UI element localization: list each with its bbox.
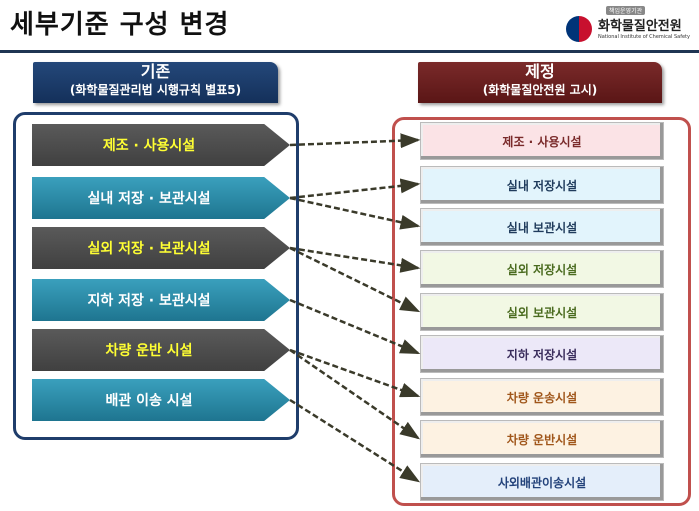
existing-subtitle: (화학물질관리법 시행규칙 별표5) xyxy=(69,83,242,97)
new-item: 지하 저장시설 xyxy=(420,335,664,373)
new-title: 제정 xyxy=(525,62,555,81)
page-title: 세부기준 구성 변경 xyxy=(10,10,230,40)
logo-tag: 책임운영기관 xyxy=(606,6,646,15)
new-item: 실외 저장시설 xyxy=(420,250,664,288)
mapping-arrow xyxy=(289,178,421,200)
logo: 책임운영기관 화학물질안전원 National Institute of Che… xyxy=(566,6,696,44)
new-subtitle: (화학물질안전원 고시) xyxy=(482,83,598,97)
new-frame xyxy=(392,117,691,506)
mapping-arrow xyxy=(289,246,421,313)
mapping-arrow xyxy=(289,133,421,149)
new-header: 제정 (화학물질안전원 고시) xyxy=(418,62,662,103)
existing-header: 기존 (화학물질관리법 시행규칙 별표5) xyxy=(33,62,278,103)
new-item: 실내 저장시설 xyxy=(420,166,664,204)
mapping-arrow xyxy=(289,196,421,230)
existing-item: 차량 운반 시설 xyxy=(32,329,290,371)
existing-item: 실외 저장 · 보관시설 xyxy=(32,227,290,269)
existing-item: 제조 · 사용시설 xyxy=(32,124,290,166)
new-item: 차량 운반시설 xyxy=(420,420,664,458)
new-item: 사외배관이송시설 xyxy=(420,463,664,501)
logo-english: National Institute of Chemical Safety xyxy=(598,34,690,40)
mapping-arrow xyxy=(289,348,421,440)
title-underline xyxy=(0,50,699,53)
mapping-arrow xyxy=(289,246,421,273)
existing-frame xyxy=(13,112,299,440)
taegeuk-logo-icon xyxy=(566,16,592,42)
existing-item: 지하 저장 · 보관시설 xyxy=(32,279,290,321)
existing-item: 실내 저장 · 보관시설 xyxy=(32,177,290,219)
logo-name: 화학물질안전원 xyxy=(598,19,682,34)
existing-title: 기존 xyxy=(140,62,171,81)
mapping-arrow xyxy=(289,298,421,355)
mapping-arrow xyxy=(289,348,421,398)
new-item: 실외 보관시설 xyxy=(420,293,664,331)
new-item: 차량 운송시설 xyxy=(420,378,664,416)
new-item: 제조 · 사용시설 xyxy=(420,122,664,160)
new-item: 실내 보관시설 xyxy=(420,208,664,246)
mapping-arrow xyxy=(289,398,421,483)
existing-item: 배관 이송 시설 xyxy=(32,379,290,421)
